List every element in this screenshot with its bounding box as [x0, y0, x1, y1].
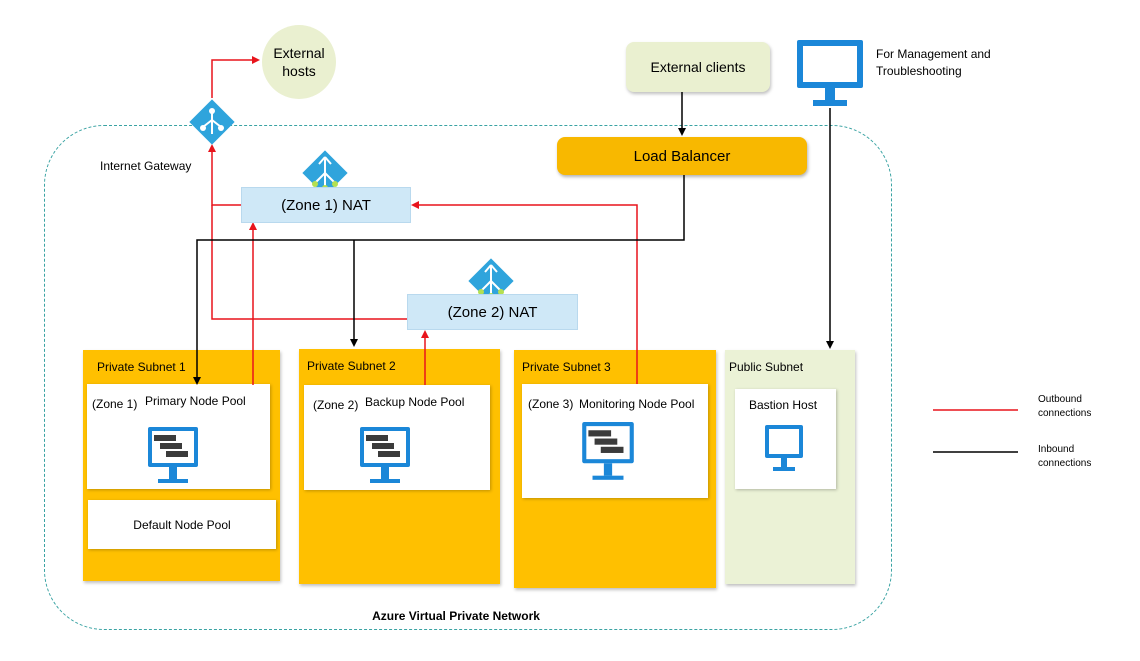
- bastion-host[interactable]: Bastion Host: [735, 389, 836, 489]
- virtual-network-boundary: [44, 125, 892, 630]
- pool-title: Backup Node Pool: [365, 395, 465, 409]
- legend-outbound-label: Outbound connections: [1038, 394, 1092, 419]
- internet-gateway-icon[interactable]: [186, 96, 238, 148]
- inbound-lb-to-subnet1: [193, 175, 685, 385]
- subnet-label: Private Subnet 3: [522, 360, 611, 374]
- zone-label: (Zone 2): [313, 398, 359, 412]
- nat-icon: [302, 150, 348, 196]
- external-hosts: External hosts: [262, 25, 336, 99]
- outbound-gateway-to-hosts: [211, 56, 260, 98]
- public-subnet: Public Subnet Bastion Host: [725, 350, 855, 584]
- zone-label: (Zone 3): [528, 397, 574, 411]
- vm-scale-set-icon: [360, 427, 410, 483]
- pool-title: Bastion Host: [749, 398, 818, 412]
- vm-scale-set-icon: [582, 422, 634, 480]
- management-label: For Management and Troubleshooting: [876, 47, 991, 78]
- monitor-icon[interactable]: [797, 40, 863, 108]
- external-clients-label: External clients: [650, 59, 746, 75]
- internet-gateway-label: Internet Gateway: [100, 159, 192, 173]
- pool-title: Primary Node Pool: [145, 394, 246, 408]
- load-balancer[interactable]: Load Balancer: [557, 137, 807, 175]
- vm-scale-set-icon: [148, 427, 198, 483]
- private-subnet-2: Private Subnet 2 (Zone 2) Backup Node Po…: [299, 349, 500, 584]
- monitor-icon: [765, 425, 803, 471]
- default-node-pool[interactable]: Default Node Pool: [88, 500, 276, 549]
- backup-node-pool[interactable]: (Zone 2) Backup Node Pool: [304, 385, 490, 490]
- legend-inbound-label: Inbound connections: [1038, 444, 1092, 469]
- nat-gateway-zone-2[interactable]: (Zone 2) NAT: [407, 294, 578, 330]
- primary-node-pool[interactable]: (Zone 1) Primary Node Pool: [87, 384, 270, 489]
- nat-icon: [468, 258, 514, 304]
- nat-gateway-zone-1[interactable]: (Zone 1) NAT: [241, 187, 411, 223]
- external-clients: External clients: [626, 42, 770, 92]
- outbound-nat1-to-gateway: [208, 144, 241, 206]
- nat-label: (Zone 1) NAT: [281, 196, 371, 214]
- pool-title: Default Node Pool: [133, 517, 231, 532]
- nat-label: (Zone 2) NAT: [447, 303, 538, 321]
- monitoring-node-pool[interactable]: (Zone 3) Monitoring Node Pool: [522, 384, 708, 498]
- outbound-nat2-to-gateway: [211, 205, 407, 320]
- pool-title: Monitoring Node Pool: [579, 397, 695, 411]
- subnet-label: Private Subnet 2: [307, 359, 396, 373]
- outbound-pool3-to-nat1: [411, 201, 638, 384]
- private-subnet-3: Private Subnet 3 (Zone 3) Monitoring Nod…: [514, 350, 716, 588]
- zone-label: (Zone 1): [92, 397, 138, 411]
- virtual-network-label: Azure Virtual Private Network: [372, 609, 540, 623]
- load-balancer-label: Load Balancer: [633, 147, 731, 165]
- subnet-label: Public Subnet: [729, 360, 804, 374]
- private-subnet-1: Private Subnet 1 (Zone 1) Primary Node P…: [83, 350, 280, 581]
- subnet-label: Private Subnet 1: [97, 360, 186, 374]
